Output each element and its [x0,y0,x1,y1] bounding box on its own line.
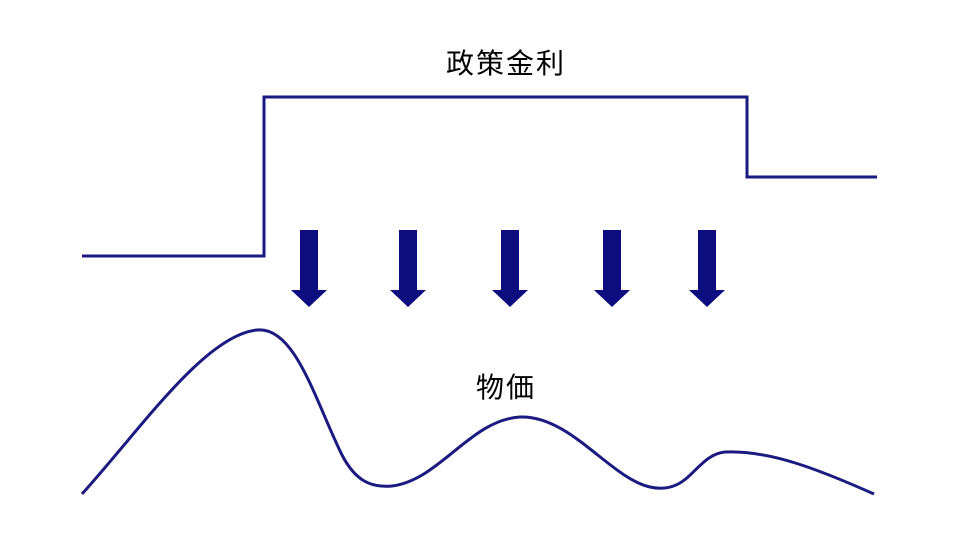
arrow-group [291,230,725,307]
policy-rate-line [82,95,877,258]
down-arrow-icon [594,230,630,307]
price-label: 物価 [475,371,537,404]
down-arrow-icon [689,230,725,307]
down-arrow-icon [390,230,426,307]
policy-rate-label: 政策金利 [445,47,567,80]
down-arrow-icon [492,230,528,307]
price-curve [80,328,875,496]
down-arrow-icon [291,230,327,307]
